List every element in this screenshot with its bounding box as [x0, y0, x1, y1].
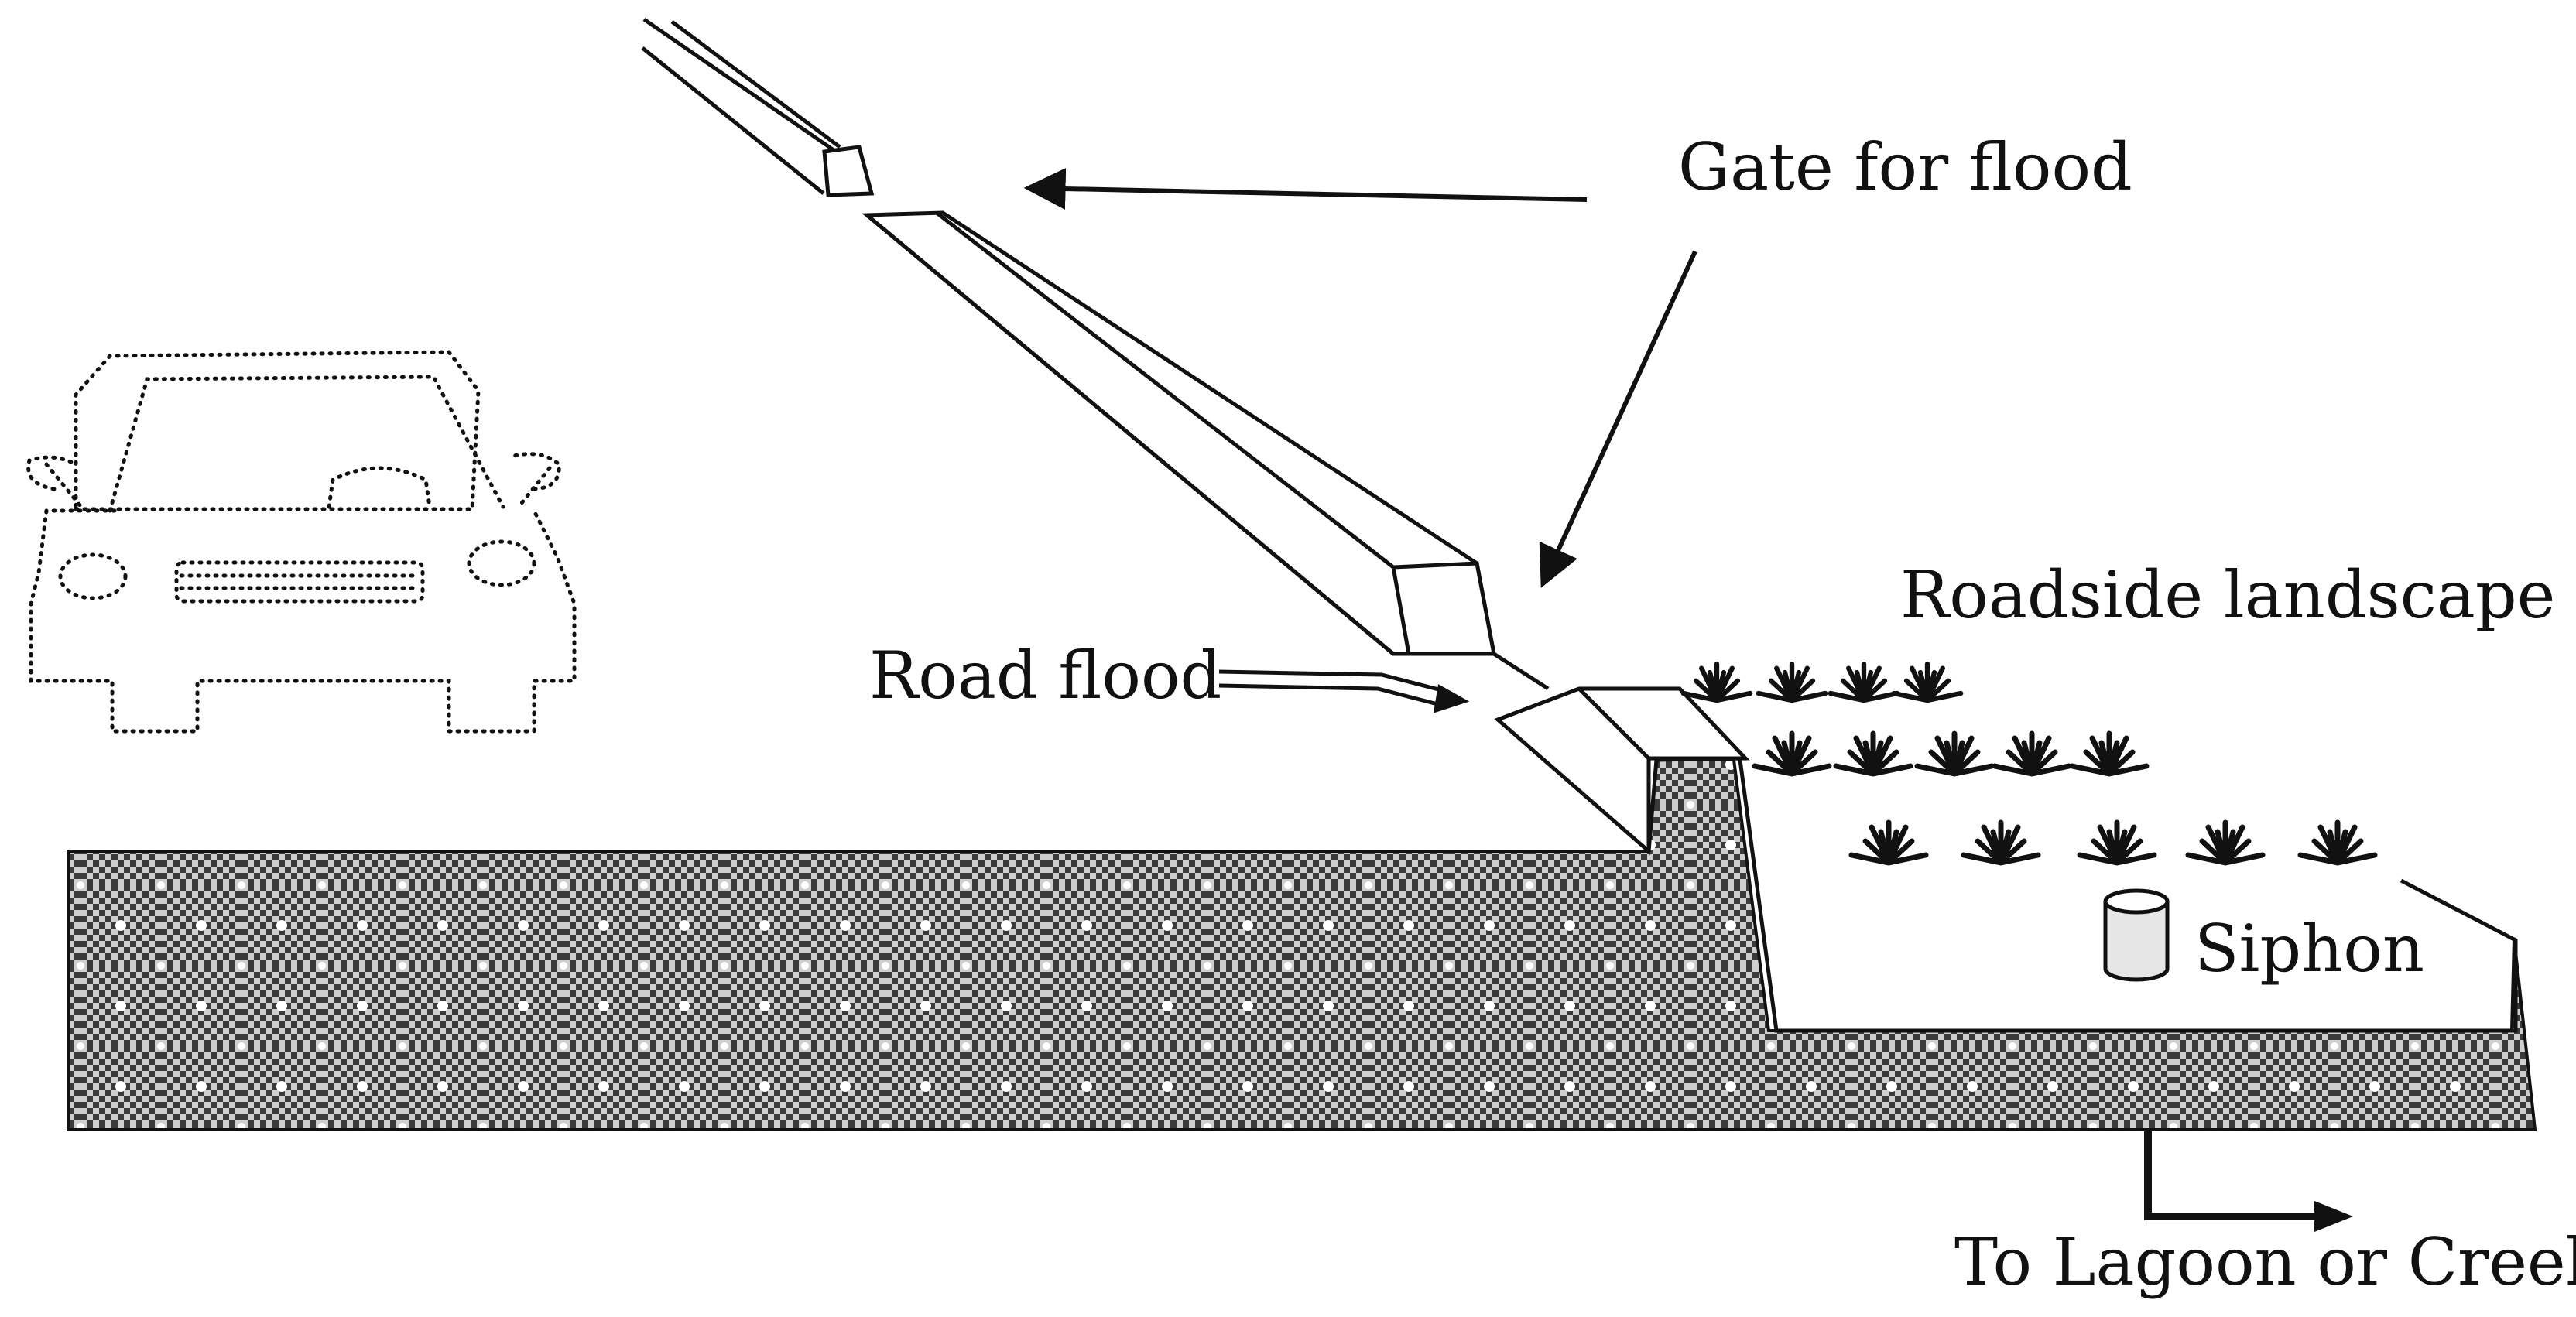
ditch-outline — [1738, 759, 2518, 1033]
car-outline — [26, 350, 577, 734]
gate-for-flood-label: Gate for flood — [1678, 129, 2132, 205]
flood-gate-barrier — [862, 210, 1497, 656]
outlet-arrow — [2144, 1130, 2353, 1232]
gate-arrow-down — [1539, 250, 1697, 588]
siphon-icon — [2103, 888, 2170, 982]
outlet-label: To Lagoon or Creek — [1954, 1224, 2576, 1300]
gate-arrow-left — [1023, 168, 1588, 210]
roadside-landscape-label: Roadside landscape — [1900, 557, 2555, 633]
road-edge-gate — [1492, 652, 1750, 856]
siphon-label: Siphon — [2194, 911, 2424, 987]
roadside-plants — [1684, 664, 2375, 863]
far-gate — [641, 17, 875, 197]
road-flood-arrow — [1218, 669, 1470, 713]
road-flood-label: Road flood — [869, 638, 1221, 713]
